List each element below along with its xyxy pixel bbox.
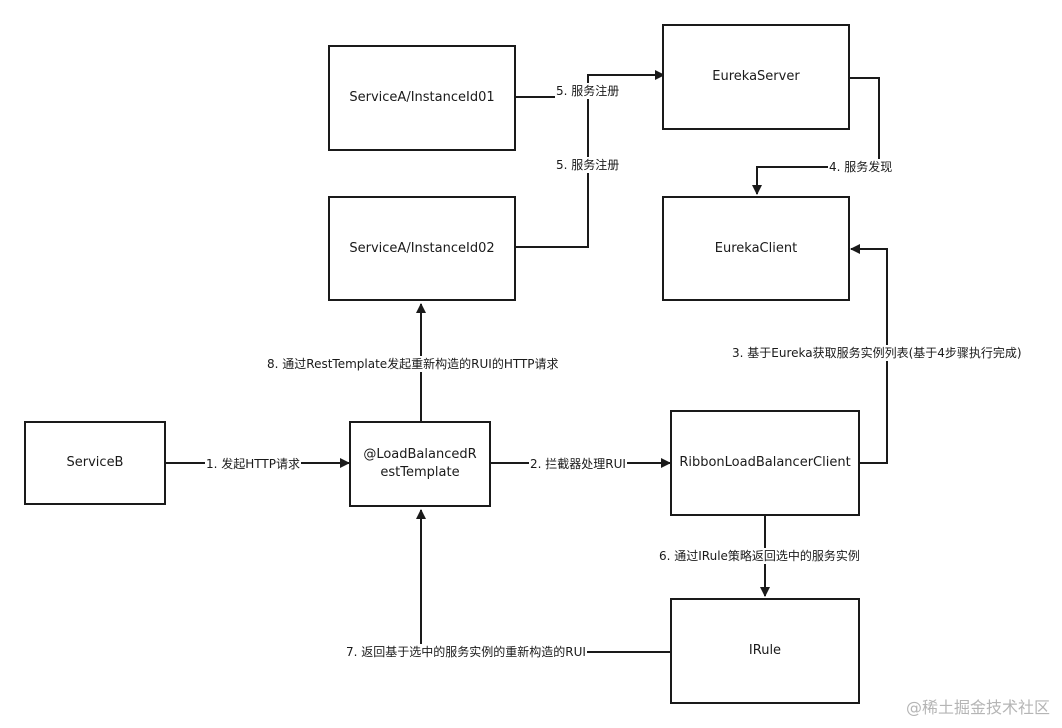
edge-step4-label: 4. 服务发现	[828, 159, 894, 175]
node-load-balanced-rest-template: @LoadBalancedRestTemplate	[349, 421, 491, 507]
node-service-b-label: ServiceB	[66, 455, 124, 470]
edge-step3-label: 3. 基于Eureka获取服务实例列表(基于4步骤执行完成)	[731, 345, 1023, 361]
node-service-a-instance01-label: ServiceA/InstanceId01	[349, 90, 495, 105]
edge-step5-instance02-connector	[516, 75, 589, 248]
node-ribbon-load-balancer-client: RibbonLoadBalancerClient	[670, 410, 860, 516]
edge-step7-label: 7. 返回基于选中的服务实例的重新构造的RUI	[345, 644, 587, 660]
edge-step5-instance02-label: 5. 服务注册	[555, 157, 621, 173]
node-load-balanced-rest-template-label: @LoadBalancedRestTemplate	[363, 447, 477, 480]
edge-step5-instance01-label: 5. 服务注册	[555, 83, 621, 99]
edge-step2-label: 2. 拦截器处理RUI	[529, 456, 627, 472]
node-eureka-client-label: EurekaClient	[714, 240, 798, 256]
node-irule-label: IRule	[748, 643, 782, 658]
node-eureka-server-label: EurekaServer	[712, 69, 800, 84]
node-eureka-client: EurekaClient	[662, 196, 850, 301]
node-service-a-instance01: ServiceA/InstanceId01	[328, 45, 516, 151]
node-service-a-instance02-label: ServiceA/InstanceId02	[349, 240, 495, 256]
edge-step8-label: 8. 通过RestTemplate发起重新构造的RUI的HTTP请求	[266, 356, 560, 372]
edge-step6-label: 6. 通过IRule策略返回选中的服务实例	[658, 548, 861, 564]
edge-step7-connector	[416, 509, 670, 653]
node-irule: IRule	[670, 598, 860, 704]
node-service-a-instance02: ServiceA/InstanceId02	[328, 196, 516, 301]
node-service-b: ServiceB	[24, 421, 166, 505]
node-ribbon-load-balancer-client-label: RibbonLoadBalancerClient	[679, 455, 851, 470]
edge-step1-label: 1. 发起HTTP请求	[205, 456, 301, 472]
node-eureka-server: EurekaServer	[662, 24, 850, 130]
watermark: @稀土掘金技术社区	[905, 698, 1050, 717]
